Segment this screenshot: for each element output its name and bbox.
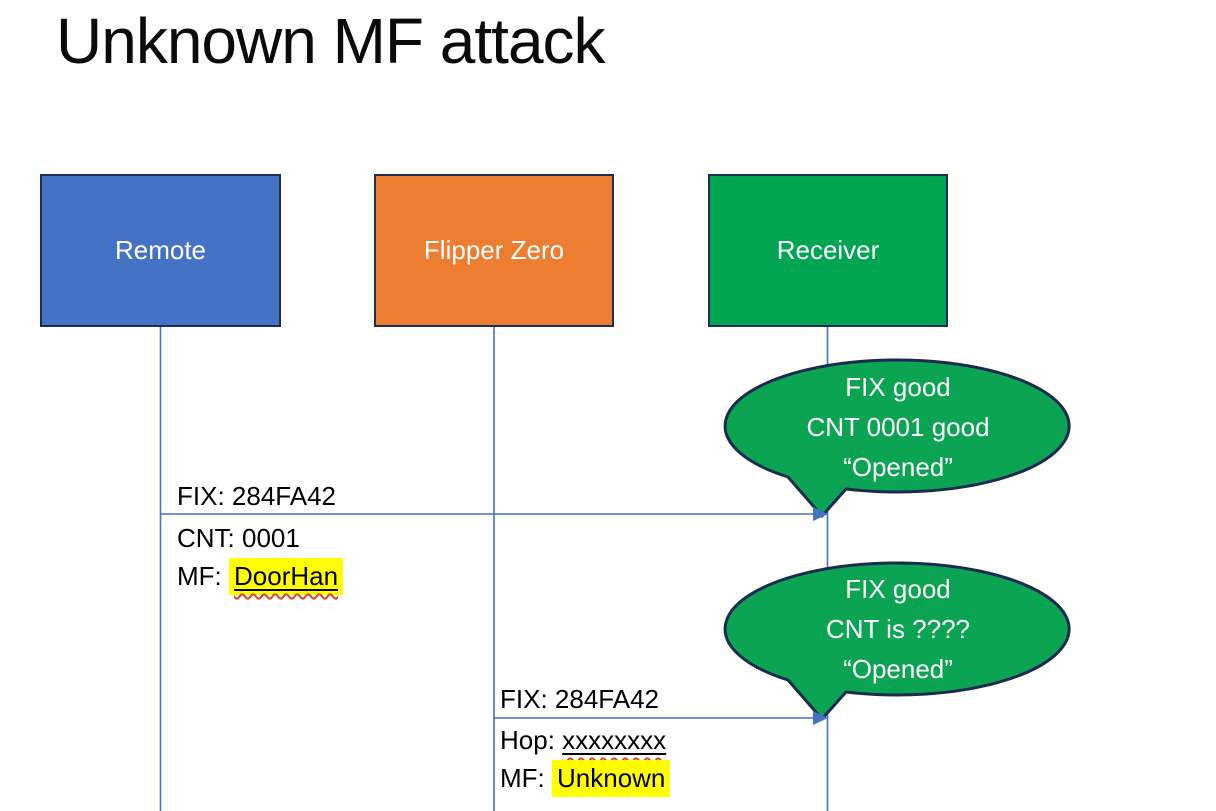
bubble-1-line-2: CNT 0001 good (806, 412, 990, 442)
message-arrow-2-head (813, 711, 828, 725)
slide-title: Unknown MF attack (56, 5, 606, 77)
message-2-mf-line: MF: Unknown (500, 760, 671, 797)
actor-box-flipper-zero: Flipper Zero (374, 174, 614, 327)
bubble-2-line-1: FIX good (845, 574, 951, 604)
message-2-mf-value: Unknown (552, 760, 671, 797)
bubble-2-line-2: CNT is ???? (825, 614, 971, 644)
message-2-mf-prefix: MF: (500, 763, 552, 793)
message-arrow-1-head (813, 507, 828, 521)
message-1-mf-squiggle: DoorHan (229, 558, 344, 595)
message-1-mf-line: MF: DoorHan (177, 558, 344, 595)
actor-label-flipper-zero: Flipper Zero (423, 235, 565, 265)
actor-box-remote: Remote (40, 174, 281, 327)
message-1-cnt-line: CNT: 0001 (177, 523, 300, 553)
bubble-2-line-3: “Opened” (843, 654, 953, 684)
speech-bubble-2 (723, 561, 1071, 721)
bubble-1-line-3: “Opened” (843, 452, 953, 482)
actor-box-receiver: Receiver (708, 174, 948, 327)
message-2-fix-line: FIX: 284FA42 (500, 684, 659, 714)
message-2-hop-prefix: Hop: (500, 725, 563, 755)
message-2-hop-squiggle: xxxxxxxx (562, 725, 666, 755)
bubble-2-text: FIX good CNT is ???? “Opened” (726, 569, 1070, 689)
actor-label-receiver: Receiver (776, 235, 880, 265)
bubble-1-text: FIX good CNT 0001 good “Opened” (726, 367, 1070, 487)
message-1-fix-line: FIX: 284FA42 (177, 481, 336, 511)
message-1-mf-prefix: MF: (177, 561, 229, 591)
bubble-1-line-1: FIX good (845, 372, 951, 402)
message-1-mf-value: DoorHan (229, 558, 344, 595)
message-2-hop-value: xxxxxxxx (562, 725, 667, 755)
actor-label-remote: Remote (114, 235, 207, 265)
message-2-hop-line: Hop: xxxxxxxx (500, 724, 666, 756)
speech-bubble-1 (723, 358, 1071, 518)
